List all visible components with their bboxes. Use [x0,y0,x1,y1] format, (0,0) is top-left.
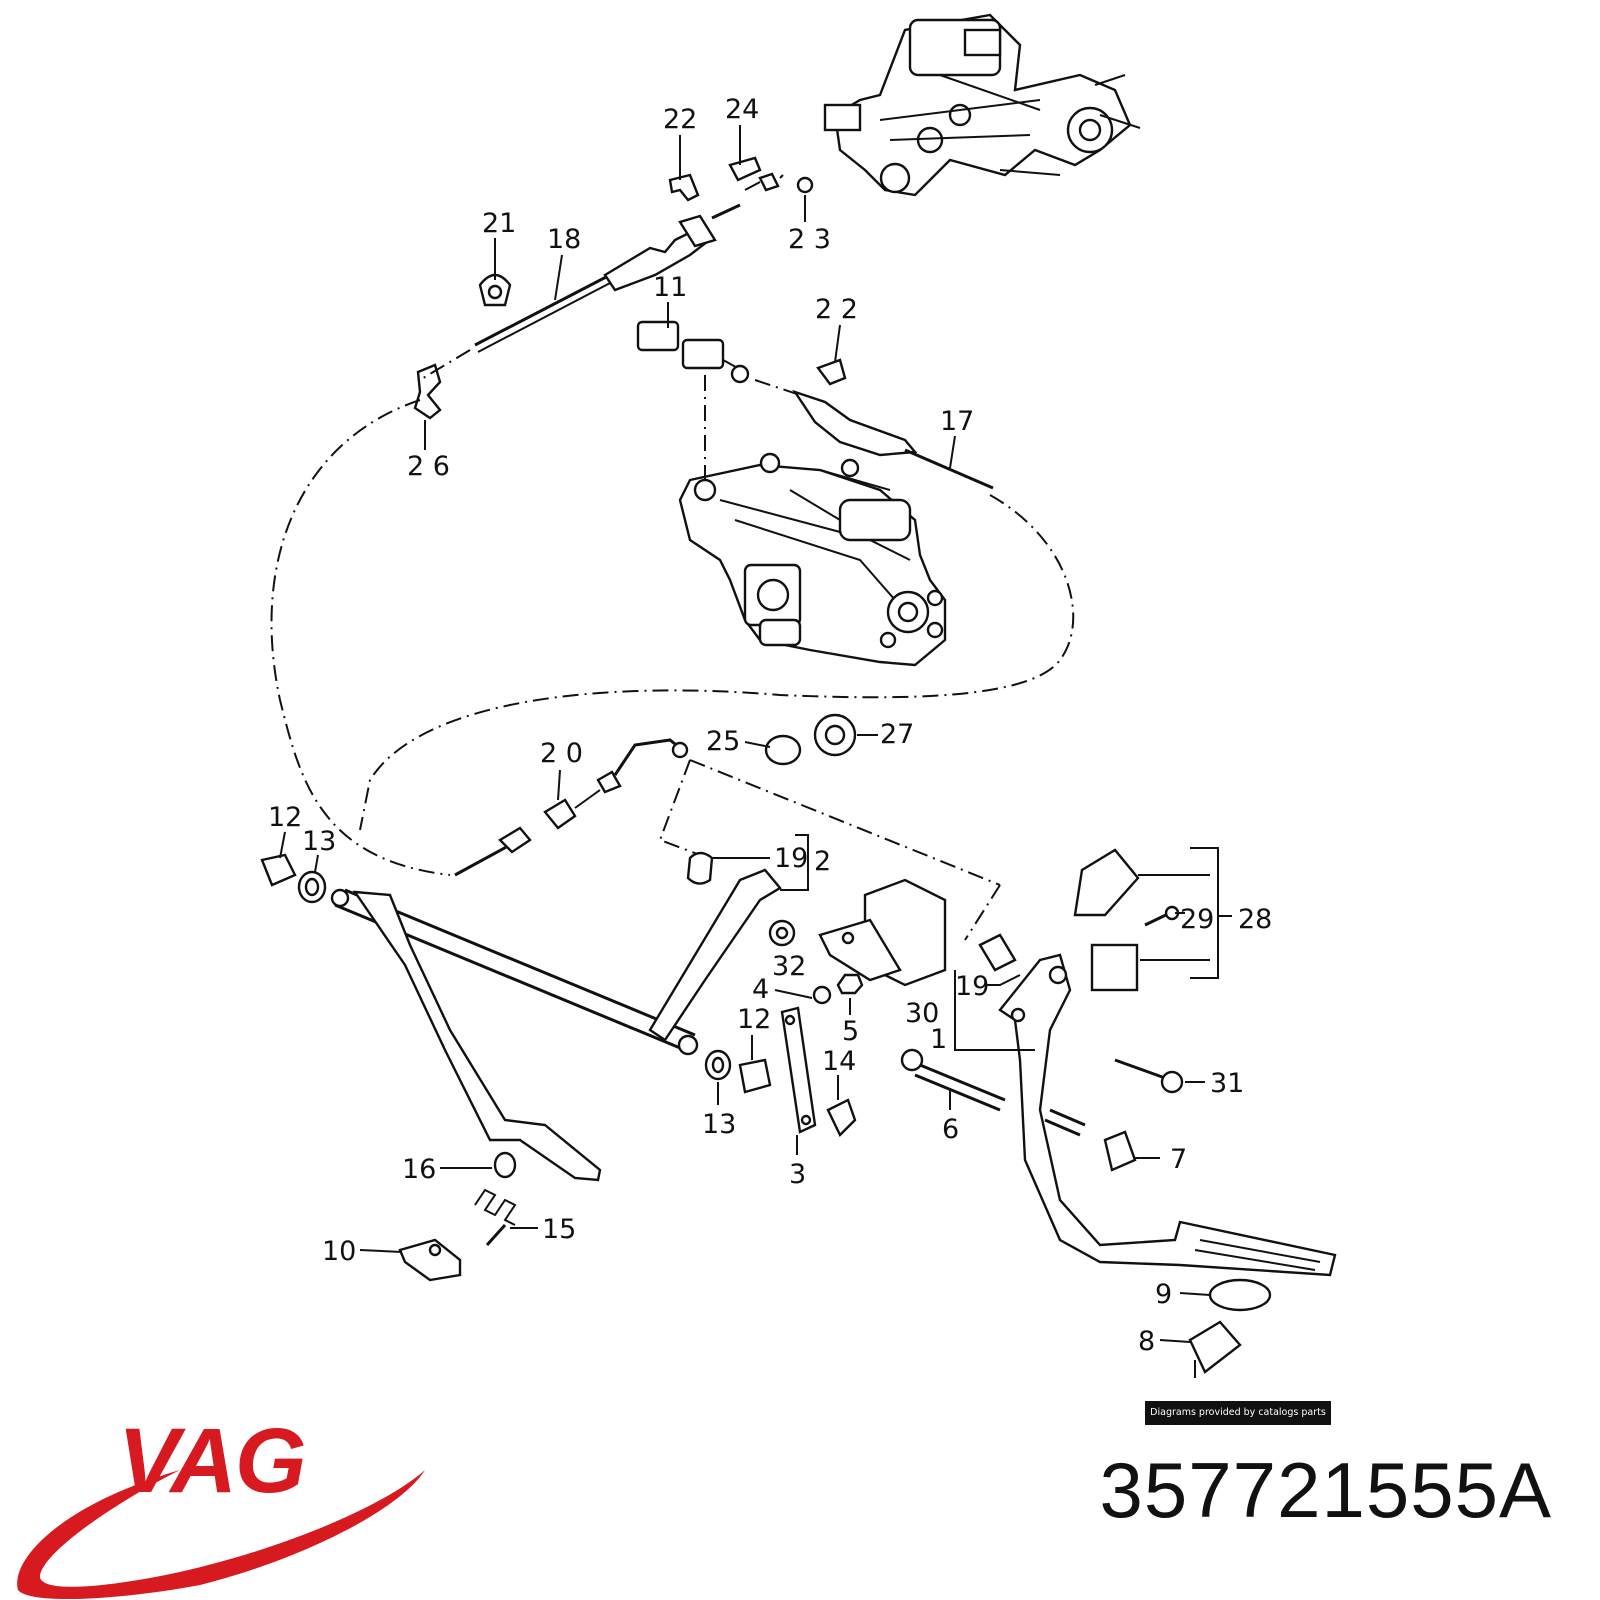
callout-19a: 19 [774,843,808,874]
injection-pump-drawing [678,452,947,667]
part-number: 357721555A [1099,1446,1552,1534]
screw-29 [1144,905,1180,927]
callout-12a: 12 [268,802,302,833]
callout-21: 21 [482,208,516,239]
callout-25: 25 [706,726,740,757]
callout-19b: 19 [955,971,989,1002]
callout-32: 32 [772,951,806,982]
pedal-shaft-assembly [330,851,782,1182]
callout-24: 24 [725,94,759,125]
cable-routing-lines [270,349,1075,941]
callout-13a: 13 [302,826,336,857]
callout-23: 2 3 [788,224,831,255]
lower-cable-20 [454,738,689,877]
callout-29: 29 [1180,904,1214,935]
pin-dowel [1044,1108,1086,1137]
vag-logo: VAG [17,1410,426,1600]
leader-lines [279,125,1232,1343]
bracket-26 [413,363,442,420]
adjuster-8 [1188,1320,1242,1378]
bracket-10 [398,1238,462,1282]
callout-26: 2 6 [407,451,450,482]
callout-28: 28 [1238,904,1272,935]
callout-30: 30 [905,998,939,1029]
bush-12-right [738,1058,772,1094]
washer-13-left [297,870,327,904]
diagram-credit-banner: Diagrams provided by catalogs parts [1145,1401,1331,1425]
clip-24 [728,156,762,182]
callout-5: 5 [842,1016,859,1047]
accelerator-cable-17 [636,320,994,490]
callout-7: 7 [1170,1144,1187,1175]
logo-wordmark: VAG [118,1410,305,1512]
callout-16: 16 [402,1154,436,1185]
cap-25 [764,734,802,766]
callout-11: 11 [653,272,687,303]
callout-15: 15 [542,1214,576,1245]
bolt-31 [1114,1058,1184,1094]
callout-20: 2 0 [540,738,583,769]
callout-10: 10 [322,1236,356,1267]
clip-4 [812,985,832,1005]
callout-27: 27 [880,719,914,750]
stop-9 [1208,1278,1272,1312]
callout-9: 9 [1155,1279,1172,1310]
callout-14: 14 [822,1046,856,1077]
boot-19-right [978,933,1017,972]
callout-17: 17 [940,406,974,437]
callout-1: 1 [930,1024,947,1055]
clip-22-top [668,173,700,202]
accelerator-cable-upper [474,172,814,353]
callout-8: 8 [1138,1326,1155,1357]
lever-3 [780,1006,817,1134]
accelerator-pedal [998,953,1337,1277]
logo-swoosh [17,1470,426,1600]
bolt-15 [485,1223,507,1247]
bush-12-left [260,853,297,887]
bolt-6 [900,1048,1006,1112]
callout-22b: 2 2 [815,294,858,325]
grommet-27 [813,713,857,757]
stop-buffer-28 [1073,848,1140,992]
callout-13b: 13 [702,1109,736,1140]
callout-12b: 12 [737,1004,771,1035]
bracket-30 [818,878,947,987]
callout-18: 18 [547,224,581,255]
callout-31: 31 [1210,1068,1244,1099]
carburettor-drawing [823,13,1141,197]
callout-4: 4 [752,974,769,1005]
clip-21 [478,273,512,307]
callout-2: 2 [814,846,831,877]
clip-7 [1103,1130,1137,1172]
callout-6: 6 [942,1114,959,1145]
grommet-32 [768,919,796,947]
callout-22a: 22 [663,104,697,135]
clip-14 [826,1098,857,1138]
washer-13-right [704,1049,732,1081]
callout-labels: 22 24 2 3 21 18 11 2 2 17 2 6 2 0 25 27 … [268,94,1272,1357]
callout-3: 3 [789,1159,806,1190]
spring-16 [474,1151,517,1226]
nut-5 [836,973,864,995]
